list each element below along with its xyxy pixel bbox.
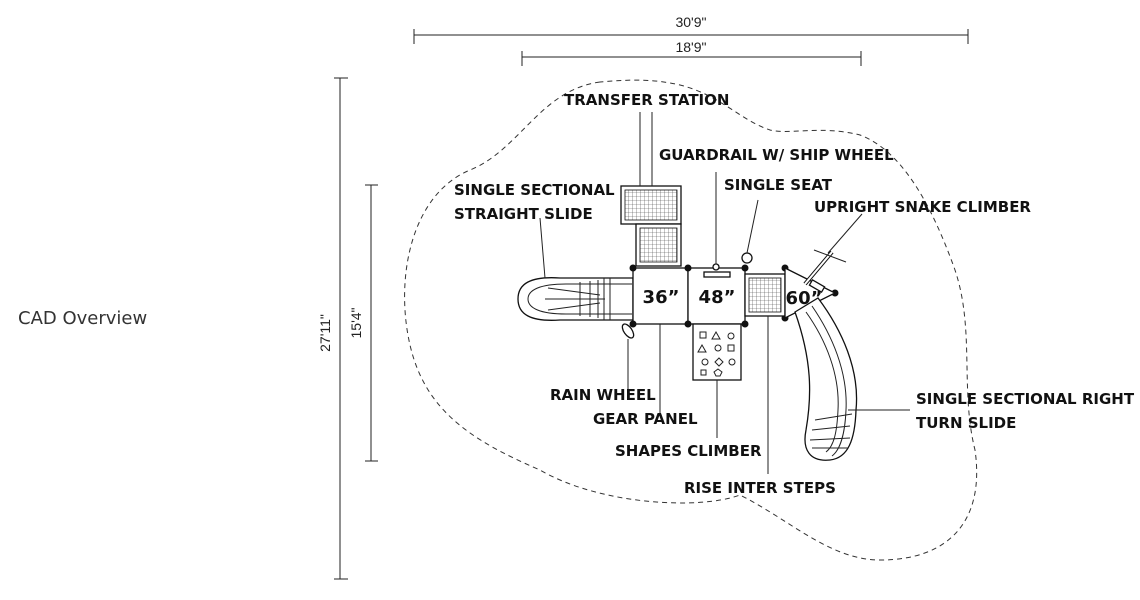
inner-width-label: 18'9" xyxy=(675,39,706,55)
page-title: CAD Overview xyxy=(18,308,147,329)
label-guardrail: GUARDRAIL W/ SHIP WHEEL xyxy=(659,146,894,164)
label-right-turn-slide-line2: TURN SLIDE xyxy=(916,414,1016,432)
inner-depth-dimension: 15'4" xyxy=(348,184,378,462)
label-single-seat: SINGLE SEAT xyxy=(724,176,833,194)
label-gear-panel: GEAR PANEL xyxy=(593,410,698,428)
overall-depth-label: 27'11" xyxy=(317,314,333,352)
deck-48-label: 48” xyxy=(699,287,736,308)
deck-36-label: 36” xyxy=(643,287,680,308)
label-transfer-station: TRANSFER STATION xyxy=(564,91,729,109)
upright-snake-climber xyxy=(803,249,847,293)
label-right-turn-slide-line1: SINGLE SECTIONAL RIGHT xyxy=(916,390,1135,408)
label-shapes-climber: SHAPES CLIMBER xyxy=(615,442,762,460)
label-upright-snake-climber: UPRIGHT SNAKE CLIMBER xyxy=(814,198,1031,216)
inner-width-dimension: 18'9" xyxy=(521,39,862,66)
shapes-climber xyxy=(692,323,742,381)
rise-inter-steps xyxy=(744,273,786,317)
rain-wheel xyxy=(621,323,635,339)
ship-wheel-guardrail xyxy=(703,258,731,278)
inner-depth-label: 15'4" xyxy=(348,307,364,338)
label-straight-slide-line2: STRAIGHT SLIDE xyxy=(454,205,593,223)
deck-36: 36” xyxy=(632,267,689,325)
use-zone-boundary xyxy=(404,79,978,561)
overall-width-dimension: 30'9" xyxy=(413,14,969,44)
label-rise-inter-steps: RISE INTER STEPS xyxy=(684,479,836,497)
transfer-station xyxy=(620,185,682,267)
right-turn-slide xyxy=(794,297,858,461)
label-straight-slide-line1: SINGLE SECTIONAL xyxy=(454,181,615,199)
single-seat xyxy=(741,252,753,264)
overall-width-label: 30'9" xyxy=(675,14,706,30)
overall-depth-dimension: 27'11" xyxy=(317,77,348,580)
leader-lines xyxy=(539,112,910,474)
straight-slide xyxy=(517,277,634,321)
label-rain-wheel: RAIN WHEEL xyxy=(550,386,656,404)
